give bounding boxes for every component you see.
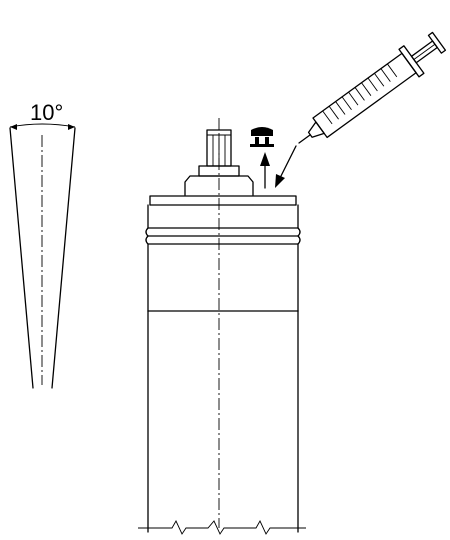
oil-can-icon (250, 127, 274, 147)
top-shoulder (184, 175, 254, 196)
taper-angle-label: 10° (30, 100, 63, 125)
angle-arrow-left (10, 124, 17, 130)
taper-left-edge (9, 127, 34, 389)
arrow-diagonal-icon (275, 145, 297, 188)
syringe-icon (298, 31, 447, 144)
angle-arrow-right (68, 124, 75, 130)
cap-top-plate (149, 195, 297, 206)
arrow-up-icon (260, 152, 270, 189)
break-line (138, 520, 306, 535)
taper-angle-indicator: 10° (9, 100, 76, 389)
taper-right-edge (51, 127, 76, 389)
o-ring-groove-1 (145, 227, 301, 237)
cylinder-body (138, 118, 306, 535)
o-ring-groove-2 (145, 235, 301, 245)
